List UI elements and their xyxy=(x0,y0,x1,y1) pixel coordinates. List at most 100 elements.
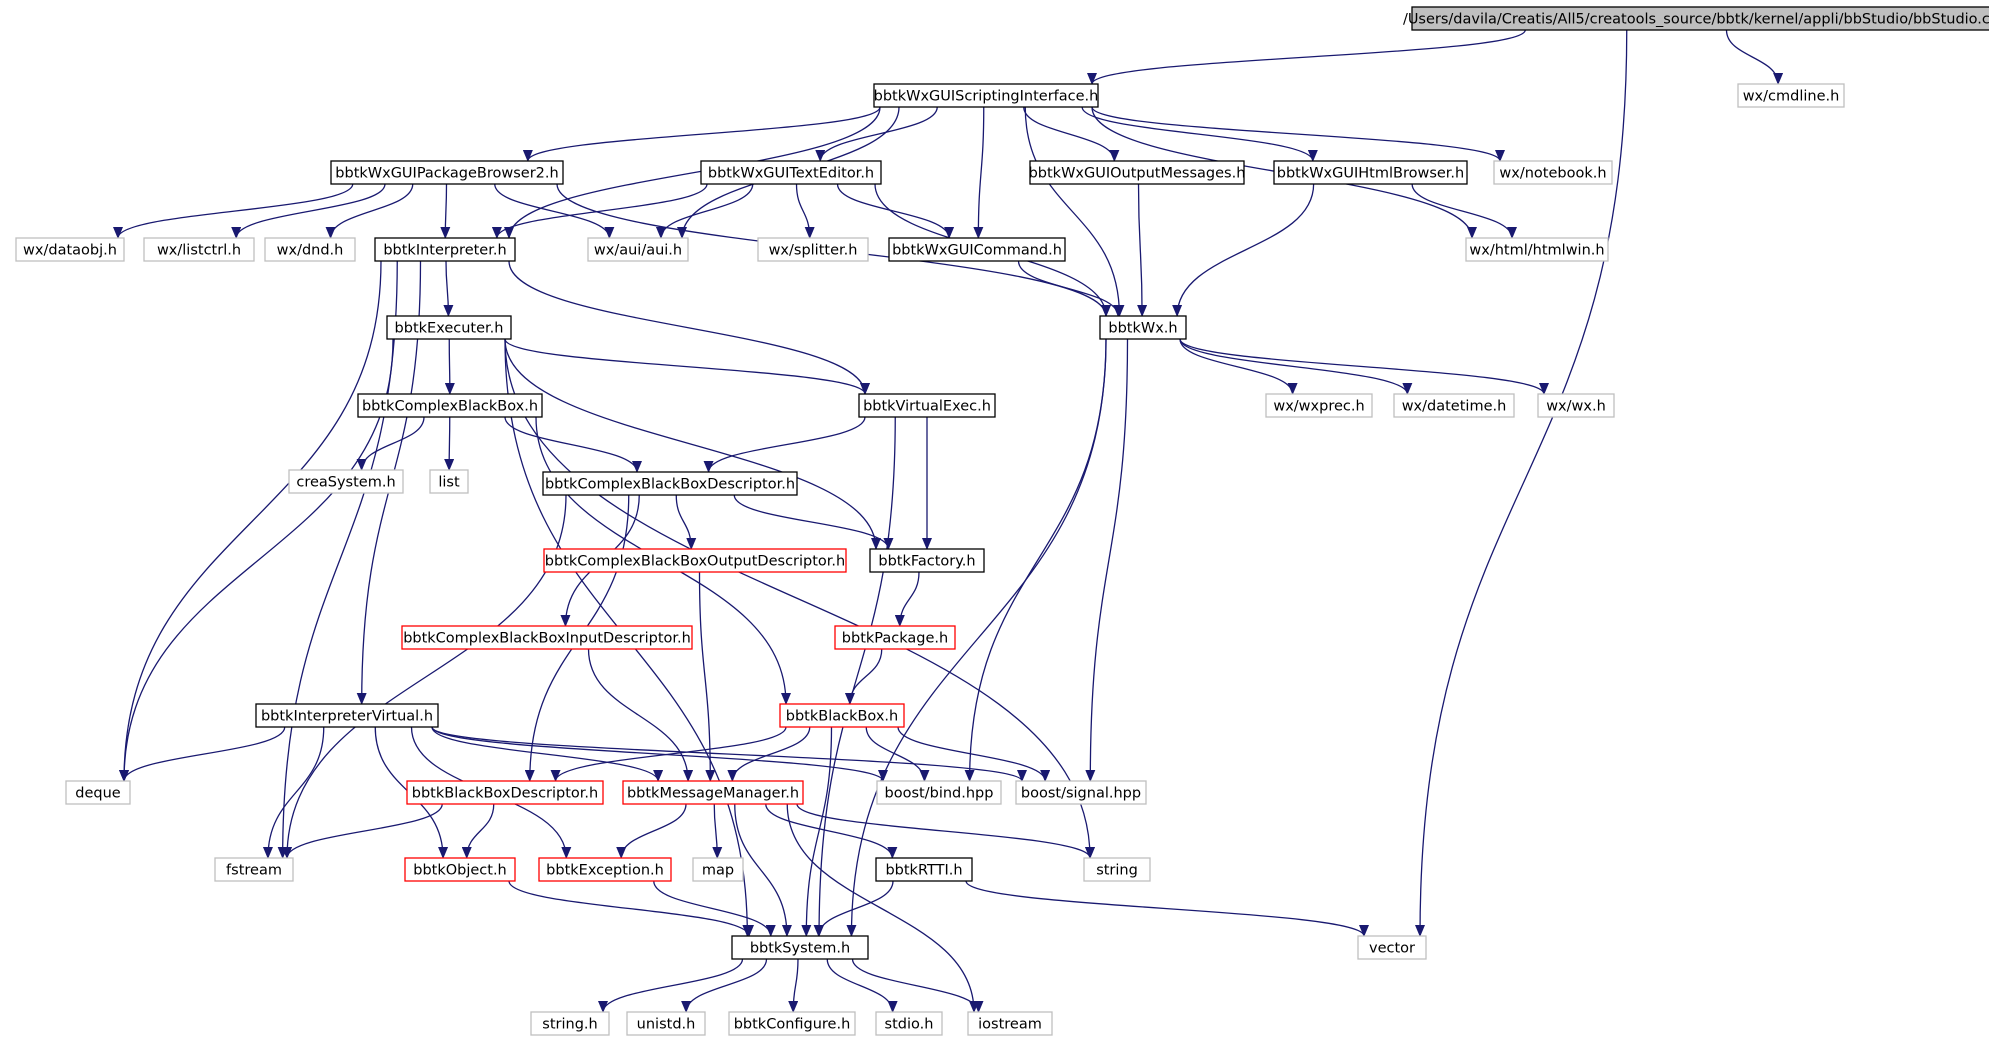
node-cbbdesc[interactable]: bbtkComplexBlackBoxDescriptor.h xyxy=(542,471,798,496)
node-label-bind: boost/bind.hpp xyxy=(885,786,994,802)
node-box-cbbout xyxy=(543,548,847,573)
node-vexec[interactable]: bbtkVirtualExec.h xyxy=(858,393,996,418)
edge-object-to-system xyxy=(508,880,754,937)
node-box-stringh xyxy=(530,1011,610,1036)
node-rtti[interactable]: bbtkRTTI.h xyxy=(875,857,973,882)
node-object[interactable]: bbtkObject.h xyxy=(404,857,516,882)
edge-interpvirt-to-signal xyxy=(431,726,1027,782)
node-wx[interactable]: bbtkWx.h xyxy=(1099,315,1187,340)
node-box-executer xyxy=(386,315,512,340)
node-label-iostream: iostream xyxy=(978,1017,1042,1033)
node-label-dataobj: wx/dataobj.h xyxy=(23,243,117,259)
node-exception[interactable]: bbtkException.h xyxy=(538,857,672,882)
node-box-cmdline xyxy=(1737,83,1845,108)
edge-texteditor-to-aui xyxy=(655,183,754,239)
node-box-signal xyxy=(1015,780,1147,805)
node-box-pkgbrowser xyxy=(330,160,564,185)
edge-system-to-stdio xyxy=(826,958,898,1013)
node-label-configure: bbtkConfigure.h xyxy=(734,1017,851,1033)
node-box-root xyxy=(1411,6,1989,31)
edge-system-to-unistd xyxy=(681,958,768,1013)
node-label-stringh: string.h xyxy=(542,1017,597,1033)
edge-msgmgr-to-string xyxy=(796,803,1095,859)
node-splitter: wx/splitter.h xyxy=(757,237,869,262)
node-box-wxwx xyxy=(1537,393,1615,418)
node-interpreter[interactable]: bbtkInterpreter.h xyxy=(374,237,516,262)
node-box-cbbdesc xyxy=(542,471,798,496)
node-label-msgmgr: bbtkMessageManager.h xyxy=(627,786,799,802)
node-label-dnd: wx/dnd.h xyxy=(277,243,344,259)
node-interpvirt[interactable]: bbtkInterpreterVirtual.h xyxy=(255,703,439,728)
node-bind: boost/bind.hpp xyxy=(876,780,1002,805)
node-vector: vector xyxy=(1357,935,1427,960)
node-outputmsg[interactable]: bbtkWxGUIOutputMessages.h xyxy=(1029,160,1246,185)
node-box-exception xyxy=(538,857,672,882)
node-wxwx: wx/wx.h xyxy=(1537,393,1615,418)
node-package[interactable]: bbtkPackage.h xyxy=(834,625,956,650)
node-box-fstream xyxy=(214,857,294,882)
node-factory[interactable]: bbtkFactory.h xyxy=(869,548,985,573)
edge-root-to-vector xyxy=(1415,29,1628,937)
edge-scripting-to-wx xyxy=(1024,106,1125,317)
node-label-string: string xyxy=(1096,863,1138,879)
node-guicommand[interactable]: bbtkWxGUICommand.h xyxy=(888,237,1066,262)
node-label-notebook: wx/notebook.h xyxy=(1499,166,1606,182)
node-box-unistd xyxy=(626,1011,706,1036)
node-list: list xyxy=(429,469,469,494)
edge-rtti-to-vector xyxy=(965,880,1369,937)
node-label-unistd: unistd.h xyxy=(637,1017,696,1033)
edge-htmlbrowser-to-htmlwin xyxy=(1411,183,1517,239)
edge-scripting-to-guicommand xyxy=(973,106,985,239)
node-system[interactable]: bbtkSystem.h xyxy=(731,935,869,960)
node-htmlbrowser[interactable]: bbtkWxGUIHtmlBrowser.h xyxy=(1273,160,1468,185)
node-stdio: stdio.h xyxy=(875,1011,943,1036)
edge-scripting-to-texteditor xyxy=(815,106,938,162)
edge-texteditor-to-guicommand xyxy=(836,183,955,239)
edge-scripting-to-pkgbrowser xyxy=(522,106,881,162)
node-pkgbrowser[interactable]: bbtkWxGUIPackageBrowser2.h xyxy=(330,160,564,185)
edge-pkgbrowser-to-dnd xyxy=(325,183,414,239)
edge-system-to-configure xyxy=(788,958,799,1013)
node-label-factory: bbtkFactory.h xyxy=(878,554,975,570)
node-box-htmlwin xyxy=(1465,237,1609,262)
edge-interpreter-to-vexec xyxy=(508,260,870,395)
node-label-htmlwin: wx/html/htmlwin.h xyxy=(1469,243,1604,259)
node-cbbin[interactable]: bbtkComplexBlackBoxInputDescriptor.h xyxy=(401,625,693,650)
node-box-bind xyxy=(876,780,1002,805)
node-msgmgr[interactable]: bbtkMessageManager.h xyxy=(622,780,804,805)
node-cbbout[interactable]: bbtkComplexBlackBoxOutputDescriptor.h xyxy=(543,548,847,573)
node-label-fstream: fstream xyxy=(226,863,282,879)
node-label-bbdesc: bbtkBlackBoxDescriptor.h xyxy=(412,786,598,802)
node-label-rtti: bbtkRTTI.h xyxy=(885,863,962,879)
node-bbdesc[interactable]: bbtkBlackBoxDescriptor.h xyxy=(406,780,604,805)
node-dnd: wx/dnd.h xyxy=(264,237,356,262)
node-executer[interactable]: bbtkExecuter.h xyxy=(386,315,512,340)
node-box-cbb xyxy=(357,393,543,418)
node-box-configure xyxy=(728,1011,856,1036)
edge-guicommand-to-wx xyxy=(1017,260,1124,317)
edge-wx-to-datetime xyxy=(1179,338,1413,395)
node-aui: wx/aui/aui.h xyxy=(587,237,689,262)
edge-cbb-to-list xyxy=(444,416,455,471)
node-box-outputmsg xyxy=(1029,160,1245,185)
edge-interpvirt-to-bind xyxy=(431,726,888,782)
node-scripting[interactable]: bbtkWxGUIScriptingInterface.h xyxy=(873,83,1099,108)
node-box-creasystem xyxy=(288,469,404,494)
node-cbb[interactable]: bbtkComplexBlackBox.h xyxy=(357,393,543,418)
node-texteditor[interactable]: bbtkWxGUITextEditor.h xyxy=(700,160,882,185)
edge-exception-to-system xyxy=(653,880,776,937)
node-box-msgmgr xyxy=(622,780,804,805)
edge-bbdesc-to-object xyxy=(461,803,495,859)
edge-msgmgr-to-rtti xyxy=(765,803,898,859)
edge-interpvirt-to-deque xyxy=(119,726,286,782)
node-box-rtti xyxy=(875,857,973,882)
node-label-pkgbrowser: bbtkWxGUIPackageBrowser2.h xyxy=(335,166,558,182)
node-root[interactable]: /Users/davila/Creatis/All5/creatools_sou… xyxy=(1403,6,1989,31)
node-box-wxprec xyxy=(1265,393,1373,418)
node-blackbox[interactable]: bbtkBlackBox.h xyxy=(779,703,905,728)
node-label-vexec: bbtkVirtualExec.h xyxy=(863,399,991,415)
node-label-blackbox: bbtkBlackBox.h xyxy=(786,709,898,725)
edge-executer-to-string xyxy=(504,338,1095,859)
edge-interpreter-to-fstream xyxy=(277,260,398,859)
node-listctrl: wx/listctrl.h xyxy=(143,237,255,262)
